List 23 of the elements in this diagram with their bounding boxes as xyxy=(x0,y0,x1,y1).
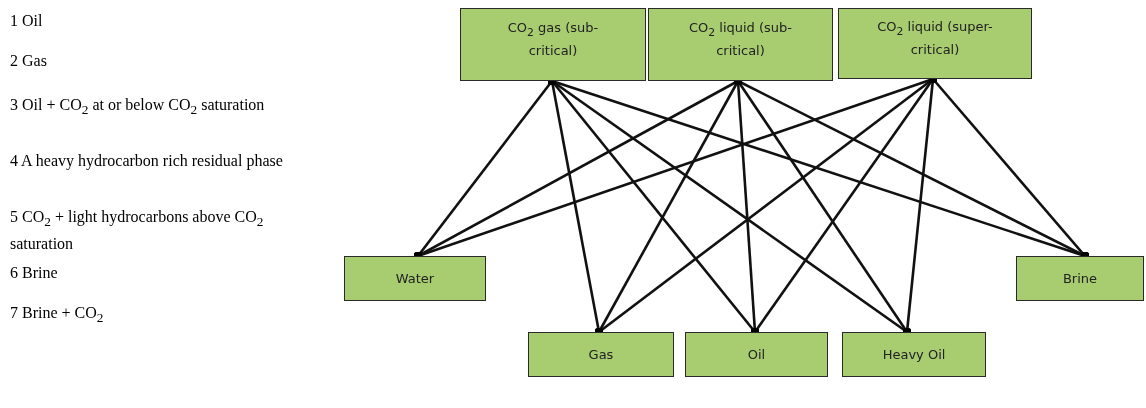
phase-box xyxy=(838,8,1032,79)
phase-box xyxy=(648,8,833,81)
phase-box xyxy=(528,332,674,377)
phase-label: Oil xyxy=(746,345,767,364)
phase-label: CO$_{2}$ liquid (super-critical) xyxy=(876,18,994,59)
legend-note: 1 Oil xyxy=(10,11,44,31)
phase-label: Gas xyxy=(587,345,615,364)
legend-note: 2 Gas xyxy=(10,51,48,71)
phase-label: Brine xyxy=(1061,269,1099,288)
legend-note: 4 A heavy hydrocarbon rich residual phase xyxy=(10,151,284,172)
phase-label: CO$_{2}$ gas (sub-critical) xyxy=(506,19,600,60)
phase-box xyxy=(344,256,486,301)
legend-note: 5 CO$_{2}$ + light hydrocarbons above CO$_{2}$ saturation xyxy=(10,207,265,255)
phase-box xyxy=(842,332,986,377)
legend-note: 6 Brine xyxy=(10,263,59,283)
legend-note: 7 Brine + CO$_{2}$ xyxy=(10,303,105,328)
legend-note: 3 Oil + CO$_{2}$ at or below CO$_{2}$ saturation xyxy=(10,95,266,120)
phase-label: CO$_{2}$ liquid (sub-critical) xyxy=(687,19,794,60)
phase-label: Water xyxy=(394,269,436,288)
phase-box xyxy=(460,8,646,81)
phase-box xyxy=(685,332,828,377)
phase-label: Heavy Oil xyxy=(881,345,947,364)
phase-box xyxy=(1016,256,1144,301)
